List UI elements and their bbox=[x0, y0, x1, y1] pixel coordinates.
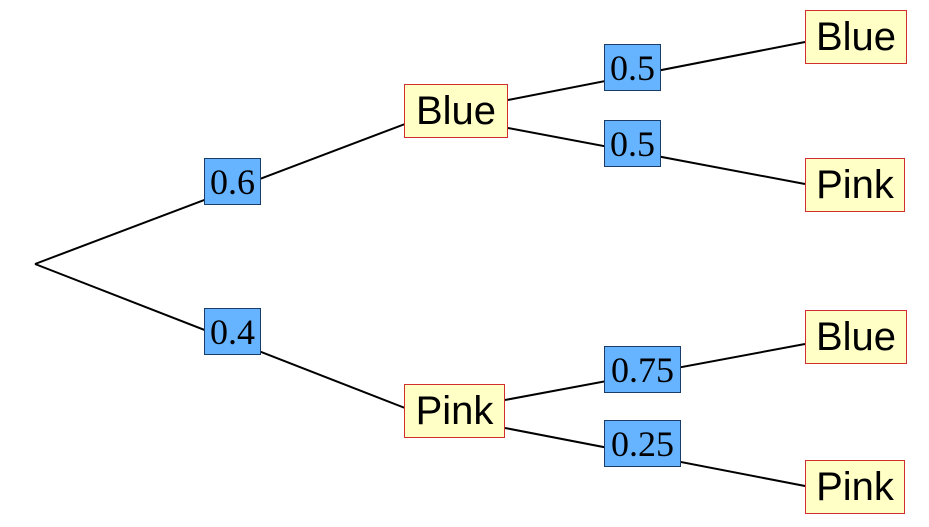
prob-blue-pink: 0.5 bbox=[604, 120, 661, 167]
outcome-blue-pink: Pink bbox=[805, 158, 905, 212]
prob-root-blue: 0.6 bbox=[204, 158, 261, 205]
outcome-first-blue: Blue bbox=[404, 84, 508, 138]
outcome-pink-pink: Pink bbox=[805, 460, 905, 514]
prob-root-pink: 0.4 bbox=[204, 308, 261, 355]
prob-pink-blue: 0.75 bbox=[604, 346, 681, 393]
prob-blue-blue: 0.5 bbox=[604, 44, 661, 91]
outcome-first-pink: Pink bbox=[404, 384, 505, 438]
prob-pink-pink: 0.25 bbox=[604, 420, 681, 467]
outcome-blue-blue: Blue bbox=[805, 10, 907, 64]
outcome-pink-blue: Blue bbox=[805, 310, 907, 364]
